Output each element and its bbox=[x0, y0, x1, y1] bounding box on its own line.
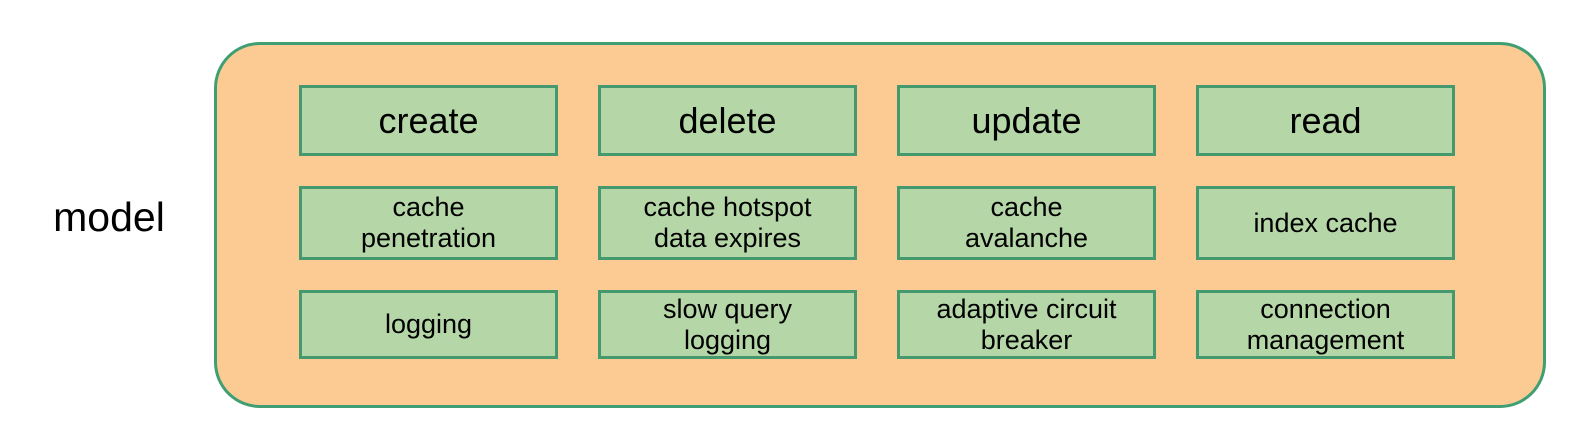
node-cache-hotspot-data-expires[interactable]: cache hotspot data expires bbox=[598, 186, 857, 260]
node-update-label: update bbox=[971, 99, 1082, 141]
node-slow-query-logging[interactable]: slow query logging bbox=[598, 290, 857, 359]
cache-row: cache penetration cache hotspot data exp… bbox=[299, 186, 1456, 260]
node-logging-label: logging bbox=[384, 309, 473, 339]
node-read[interactable]: read bbox=[1196, 85, 1455, 156]
node-read-label: read bbox=[1289, 99, 1362, 141]
node-cache-avalanche-label: cache avalanche bbox=[964, 192, 1089, 253]
node-create[interactable]: create bbox=[299, 85, 558, 156]
node-cache-penetration[interactable]: cache penetration bbox=[299, 186, 558, 260]
reliability-row: logging slow query logging adaptive circ… bbox=[299, 290, 1456, 359]
node-cache-avalanche[interactable]: cache avalanche bbox=[897, 186, 1156, 260]
node-cache-penetration-label: cache penetration bbox=[360, 192, 497, 253]
node-logging[interactable]: logging bbox=[299, 290, 558, 359]
node-connection-management-label: connection management bbox=[1246, 293, 1405, 355]
node-index-cache[interactable]: index cache bbox=[1196, 186, 1455, 260]
node-cache-hotspot-data-expires-label: cache hotspot data expires bbox=[643, 192, 812, 253]
node-delete[interactable]: delete bbox=[598, 85, 857, 156]
model-side-label: model bbox=[53, 194, 165, 240]
node-delete-label: delete bbox=[678, 99, 777, 141]
node-slow-query-logging-label: slow query logging bbox=[662, 293, 793, 355]
operations-row: create delete update read bbox=[299, 85, 1456, 156]
node-create-label: create bbox=[378, 99, 479, 141]
node-adaptive-circuit-breaker[interactable]: adaptive circuit breaker bbox=[897, 290, 1156, 359]
node-grid: create delete update read cache penetrat… bbox=[299, 85, 1456, 359]
node-update[interactable]: update bbox=[897, 85, 1156, 156]
node-adaptive-circuit-breaker-label: adaptive circuit breaker bbox=[936, 293, 1117, 355]
node-connection-management[interactable]: connection management bbox=[1196, 290, 1455, 359]
node-index-cache-label: index cache bbox=[1253, 207, 1398, 238]
